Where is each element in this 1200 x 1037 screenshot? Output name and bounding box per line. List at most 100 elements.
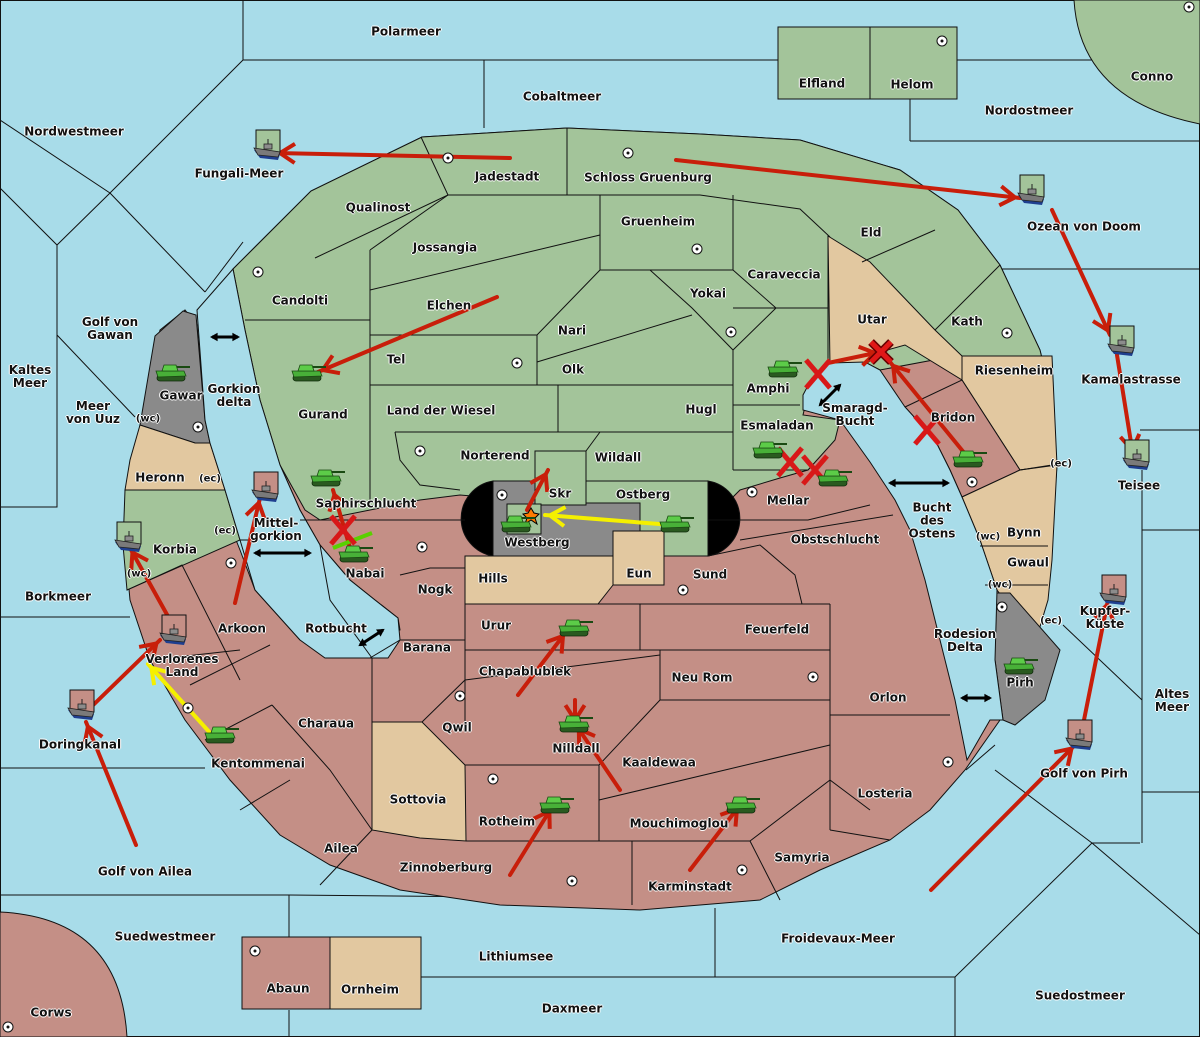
land-label-yokai[interactable]: Yokai bbox=[689, 286, 727, 301]
sea-label-rotbucht[interactable]: Rotbucht bbox=[305, 621, 367, 636]
army-urur[interactable] bbox=[558, 619, 593, 637]
fleet-ozean-von-doom[interactable] bbox=[1017, 174, 1045, 205]
army-mellar[interactable] bbox=[817, 469, 852, 487]
land-label-nogk[interactable]: Nogk bbox=[417, 582, 453, 597]
land-label-jossangia[interactable]: Jossangia bbox=[412, 240, 478, 255]
land-label-nari[interactable]: Nari bbox=[557, 323, 587, 338]
land-label-zinnoberburg[interactable]: Zinnoberburg bbox=[399, 860, 493, 875]
land-label-eld[interactable]: Eld bbox=[860, 225, 882, 240]
land-label-hills[interactable]: Hills bbox=[478, 571, 508, 586]
land-label-gruenheim[interactable]: Gruenheim bbox=[620, 214, 696, 229]
sea-label-teisee[interactable]: Teisee bbox=[1117, 478, 1161, 493]
land-label-amphi[interactable]: Amphi bbox=[746, 381, 790, 396]
land-label-elchen[interactable]: Elchen bbox=[426, 298, 472, 313]
region-conno[interactable] bbox=[1073, 0, 1200, 125]
sea-label-golf-von-pirh[interactable]: Golf von Pirh bbox=[1040, 766, 1128, 781]
army-gurand[interactable] bbox=[291, 364, 326, 382]
land-label-saphirschlucht[interactable]: Saphirschlucht bbox=[315, 496, 417, 511]
land-label-gwaul[interactable]: Gwaul bbox=[1007, 555, 1049, 570]
land-label-qualinost[interactable]: Qualinost bbox=[345, 200, 411, 215]
fleet-fungali-meer[interactable] bbox=[253, 129, 281, 160]
land-label-gawar[interactable]: Gawar bbox=[159, 388, 203, 403]
army-pirh[interactable] bbox=[1003, 657, 1038, 675]
land-label-obstschlucht[interactable]: Obstschlucht bbox=[790, 532, 880, 547]
sea-label-suedostmeer[interactable]: Suedostmeer bbox=[1035, 988, 1125, 1003]
land-label-karminstadt[interactable]: Karminstadt bbox=[648, 879, 732, 894]
land-label-kentommenai[interactable]: Kentommenai bbox=[211, 756, 305, 771]
land-label-rotheim[interactable]: Rotheim bbox=[478, 814, 536, 829]
army-westberg[interactable] bbox=[500, 515, 535, 533]
fleet-korbia[interactable] bbox=[114, 521, 142, 552]
land-label-skr[interactable]: Skr bbox=[548, 486, 572, 501]
land-label-helom[interactable]: Helom bbox=[890, 77, 934, 92]
fleet-golf-von-pirh[interactable] bbox=[1065, 719, 1093, 750]
sea-label-ozean-von-doom[interactable]: Ozean von Doom bbox=[1027, 219, 1141, 234]
land-label-olk[interactable]: Olk bbox=[561, 362, 585, 377]
land-label-jadestadt[interactable]: Jadestadt bbox=[474, 169, 540, 184]
sea-label-mittel-gorkion[interactable]: Mittel-gorkion bbox=[250, 516, 302, 543]
sea-label-golf-von-ailea[interactable]: Golf von Ailea bbox=[97, 864, 193, 879]
land-label-eun[interactable]: Eun bbox=[626, 566, 652, 581]
land-label-westberg[interactable]: Westberg bbox=[504, 535, 570, 550]
sea-label-nordostmeer[interactable]: Nordostmeer bbox=[984, 103, 1074, 118]
land-label-kath[interactable]: Kath bbox=[951, 314, 983, 329]
land-label-mellar[interactable]: Mellar bbox=[766, 493, 810, 508]
land-label-hugl[interactable]: Hugl bbox=[685, 402, 717, 417]
fleet-verlorenes-land[interactable] bbox=[159, 614, 187, 645]
land-label-samyria[interactable]: Samyria bbox=[774, 850, 830, 865]
land-label-bynn[interactable]: Bynn bbox=[1006, 525, 1042, 540]
land-label-conno[interactable]: Conno bbox=[1130, 69, 1174, 84]
land-label-caraveccia[interactable]: Caraveccia bbox=[747, 267, 821, 282]
land-label-sottovia[interactable]: Sottovia bbox=[389, 792, 447, 807]
army-bridon[interactable] bbox=[952, 450, 987, 468]
army-nabai[interactable] bbox=[338, 545, 373, 563]
land-label-wildall[interactable]: Wildall bbox=[594, 450, 642, 465]
land-label-losteria[interactable]: Losteria bbox=[857, 786, 913, 801]
army-gawar[interactable] bbox=[155, 364, 190, 382]
region-corws[interactable] bbox=[0, 911, 128, 1037]
fleet-doringkanal[interactable] bbox=[67, 689, 95, 720]
land-label-utar[interactable]: Utar bbox=[857, 312, 887, 327]
army-nilldall[interactable] bbox=[558, 715, 593, 733]
land-label-charaua[interactable]: Charaua bbox=[297, 716, 355, 731]
land-label-ailea[interactable]: Ailea bbox=[324, 841, 358, 856]
land-label-land-der-wiesel[interactable]: Land der Wiesel bbox=[386, 403, 496, 418]
army-ostberg[interactable] bbox=[659, 515, 694, 533]
sea-label-smaragd-bucht[interactable]: Smaragd-Bucht bbox=[822, 401, 888, 428]
army-rotheim[interactable] bbox=[539, 796, 574, 814]
land-label-ostberg[interactable]: Ostberg bbox=[615, 487, 671, 502]
land-label-mouchimoglou[interactable]: Mouchimoglou bbox=[629, 816, 729, 831]
land-label-qwil[interactable]: Qwil bbox=[442, 720, 472, 735]
sea-label-cobaltmeer[interactable]: Cobaltmeer bbox=[522, 89, 602, 104]
land-label-neu-rom[interactable]: Neu Rom bbox=[671, 670, 733, 685]
sea-label-doringkanal[interactable]: Doringkanal bbox=[38, 737, 122, 752]
sea-label-froidevaux-meer[interactable]: Froidevaux-Meer bbox=[781, 931, 895, 946]
fleet-teisee[interactable] bbox=[1122, 439, 1150, 470]
land-label-chapablublek[interactable]: Chapablublek bbox=[478, 664, 572, 679]
land-label-norterend[interactable]: Norterend bbox=[460, 448, 530, 463]
land-label-esmaladan[interactable]: Esmaladan bbox=[740, 418, 814, 433]
land-label-barana[interactable]: Barana bbox=[403, 640, 451, 655]
sea-label-daxmeer[interactable]: Daxmeer bbox=[541, 1001, 603, 1016]
sea-label-suedwestmeer[interactable]: Suedwestmeer bbox=[114, 929, 216, 944]
sea-label-fungali-meer[interactable]: Fungali-Meer bbox=[194, 166, 284, 181]
land-label-abaun[interactable]: Abaun bbox=[266, 981, 310, 996]
army-amphi[interactable] bbox=[767, 360, 802, 378]
sea-label-kupfer-küste[interactable]: Kupfer-Küste bbox=[1079, 604, 1131, 631]
land-label-nabai[interactable]: Nabai bbox=[345, 566, 385, 581]
sea-label-polarmeer[interactable]: Polarmeer bbox=[371, 24, 441, 39]
region-ornheim[interactable] bbox=[329, 936, 422, 1010]
land-label-sund[interactable]: Sund bbox=[692, 567, 728, 582]
land-label-pirh[interactable]: Pirh bbox=[1006, 675, 1034, 690]
land-label-feuerfeld[interactable]: Feuerfeld bbox=[744, 622, 810, 637]
land-label-elfland[interactable]: Elfland bbox=[798, 76, 846, 91]
land-label-candolti[interactable]: Candolti bbox=[271, 293, 329, 308]
land-label-gurand[interactable]: Gurand bbox=[298, 407, 348, 422]
sea-label-borkmeer[interactable]: Borkmeer bbox=[25, 589, 91, 604]
